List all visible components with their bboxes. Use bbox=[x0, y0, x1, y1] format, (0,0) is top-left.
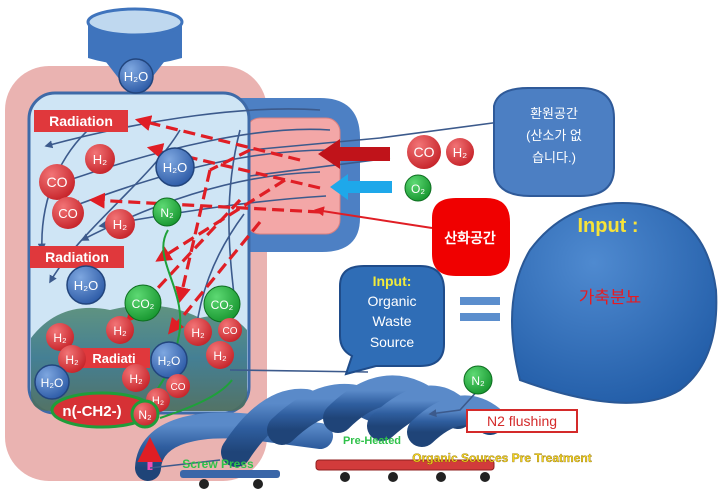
h2-node-1: H₂ bbox=[85, 144, 115, 174]
molecules: H₂O H₂ H₂O CO N₂ CO H₂ H₂O CO₂ CO₂ H₂ H₂… bbox=[34, 58, 493, 429]
h2-node-7: H₂ bbox=[206, 341, 234, 369]
radiation-label-mid: Radiation bbox=[30, 246, 124, 268]
input-value: 가축분뇨 bbox=[579, 288, 642, 307]
co2-node-1: CO₂ bbox=[124, 284, 162, 322]
co-node-2: CO bbox=[52, 197, 84, 229]
reduction-pointer bbox=[379, 121, 501, 139]
h2-node-8: H₂ bbox=[122, 364, 150, 392]
n2-node-2: N₂ bbox=[130, 399, 160, 429]
svg-text:CO₂: CO₂ bbox=[132, 297, 155, 311]
svg-text:O₂: O₂ bbox=[411, 182, 425, 196]
oxidation-pointer bbox=[314, 206, 433, 229]
co-node-4: CO bbox=[166, 374, 190, 398]
input-circle: Input : 가축분뇨 bbox=[511, 202, 718, 404]
svg-text:CO: CO bbox=[58, 206, 78, 221]
n2-flushing-box bbox=[466, 409, 578, 433]
svg-text:H₂: H₂ bbox=[93, 152, 107, 167]
svg-text:H₂O: H₂O bbox=[124, 69, 149, 84]
h2-node-4: H₂ bbox=[106, 316, 134, 344]
co-h2-inlet-arrow bbox=[318, 139, 390, 169]
radiation-label-low: Radiati bbox=[80, 348, 150, 368]
svg-text:H₂: H₂ bbox=[53, 331, 67, 345]
pre-heated-label: Pre-Heated bbox=[343, 435, 401, 447]
reduction-zone-line-2: (산소가 없 bbox=[526, 128, 582, 143]
h2-node-5: H₂ bbox=[184, 318, 212, 346]
radiation-text-low: Radiati bbox=[92, 351, 135, 366]
input-title: Input : bbox=[577, 215, 638, 237]
n2-node-1: N₂ bbox=[152, 197, 182, 227]
equals-sign bbox=[460, 297, 500, 321]
svg-text:H₂: H₂ bbox=[453, 145, 467, 160]
radiation-text-mid: Radiation bbox=[45, 249, 109, 265]
co-node-1: CO bbox=[39, 164, 75, 200]
svg-text:CO: CO bbox=[47, 174, 68, 190]
h2-node-3: H₂ bbox=[46, 323, 74, 351]
h2-node-2: H₂ bbox=[105, 209, 135, 239]
oxidation-zone-bubble bbox=[432, 198, 510, 276]
svg-text:H₂O: H₂O bbox=[74, 278, 99, 293]
feed-line bbox=[149, 459, 221, 469]
o2-node-outside: O₂ bbox=[404, 174, 432, 202]
input-small-text: Input: Organic Waste Source bbox=[367, 273, 416, 350]
svg-text:H₂O: H₂O bbox=[158, 354, 181, 368]
svg-text:H₂O: H₂O bbox=[163, 160, 188, 175]
co-node-outside: CO bbox=[407, 135, 441, 169]
svg-text:H₂O: H₂O bbox=[41, 376, 64, 390]
h2o-node-4: H₂O bbox=[34, 364, 70, 400]
input-small-line-3: Waste bbox=[372, 313, 411, 329]
svg-text:H₂: H₂ bbox=[113, 324, 127, 338]
reduction-zone-text: 환원공간 (산소가 없 습니다.) bbox=[526, 106, 582, 165]
svg-text:H₂: H₂ bbox=[213, 349, 227, 363]
radiation-text-top: Radiation bbox=[49, 113, 113, 129]
n2-node-flushing: N₂ bbox=[463, 365, 493, 395]
o2-inlet-arrow bbox=[330, 174, 392, 200]
svg-text:N₂: N₂ bbox=[160, 206, 174, 220]
pretreatment-label: Organic Sources Pre Treatment bbox=[412, 451, 591, 465]
input-small-line-1: Input: bbox=[373, 273, 412, 289]
h2o-node-3: H₂O bbox=[150, 341, 188, 379]
svg-text:N₂: N₂ bbox=[471, 374, 485, 388]
svg-text:H₂: H₂ bbox=[65, 353, 79, 367]
svg-text:CO: CO bbox=[414, 144, 435, 160]
co2-node-2: CO₂ bbox=[203, 285, 241, 323]
n2-flushing-line bbox=[428, 387, 481, 418]
svg-text:CO₂: CO₂ bbox=[211, 298, 234, 312]
svg-text:H₂: H₂ bbox=[191, 326, 205, 340]
h2o-node-tank: H₂O bbox=[118, 58, 154, 94]
h2-node-outside: H₂ bbox=[446, 138, 474, 166]
polymer-text: n(-CH2-) bbox=[62, 403, 121, 420]
input-small-bubble bbox=[339, 265, 445, 376]
reduction-zone-line-1: 환원공간 bbox=[530, 106, 578, 121]
radiation-label-top: Radiation bbox=[34, 110, 128, 132]
svg-text:N₂: N₂ bbox=[138, 408, 152, 422]
svg-text:H₂: H₂ bbox=[129, 372, 143, 386]
co-node-3: CO bbox=[218, 318, 242, 342]
screw-press-label: Screw Press bbox=[182, 457, 254, 471]
reduction-zone-bubble bbox=[493, 87, 615, 197]
h2-node-6: H₂ bbox=[58, 345, 86, 373]
oxidation-zone-label: 산화공간 bbox=[444, 230, 496, 246]
polymer-node: n(-CH2-) bbox=[50, 391, 154, 429]
input-small-line-2: Organic bbox=[367, 293, 416, 309]
input-pointer bbox=[229, 369, 369, 373]
h2o-node-1: H₂O bbox=[155, 147, 195, 187]
svg-text:CO: CO bbox=[171, 382, 186, 393]
input-small-line-4: Source bbox=[370, 334, 415, 350]
svg-text:H₂: H₂ bbox=[113, 217, 127, 232]
n2-return-line bbox=[159, 379, 233, 419]
h2o-node-2: H₂O bbox=[66, 265, 106, 305]
oxidation-chamber bbox=[245, 117, 341, 235]
reduction-zone-line-3: 습니다.) bbox=[532, 150, 576, 165]
n2-flushing-label: N2 flushing bbox=[487, 413, 557, 429]
svg-text:CO: CO bbox=[223, 326, 238, 337]
